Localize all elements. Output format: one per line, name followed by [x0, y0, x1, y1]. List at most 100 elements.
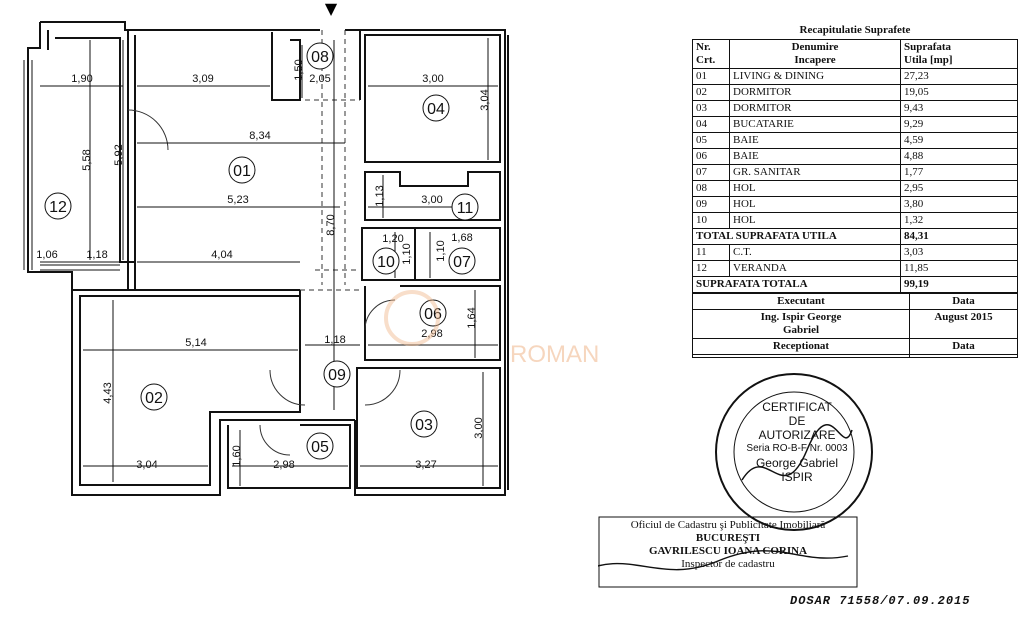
- total-row: SUPRAFATA TOTALA 99,19: [692, 276, 1018, 293]
- dim-3-00-ct: 3,00: [421, 194, 442, 206]
- dim-8-70: 8,70: [325, 214, 337, 235]
- dim-1-13: 1,13: [374, 185, 386, 206]
- dim-3-04-room02: 3,04: [136, 459, 157, 471]
- dim-3-00-room03: 3,00: [473, 417, 485, 438]
- row-nr: 02: [692, 84, 730, 101]
- row-name: DORMITOR: [729, 100, 901, 117]
- room-label-01: 01: [233, 163, 251, 180]
- row-nr: 05: [692, 132, 730, 149]
- row-name: BAIE: [729, 132, 901, 149]
- row-name: C.T.: [729, 244, 901, 261]
- room-label-10: 10: [377, 254, 395, 271]
- total-utila-value: 84,31: [900, 228, 1018, 245]
- signature-table: Executant Data Ing. Ispir George Gabriel…: [692, 293, 1018, 358]
- row-area: 3,03: [900, 244, 1018, 261]
- room-circles: [44, 42, 479, 460]
- row-name: HOL: [729, 212, 901, 229]
- total-value: 99,19: [900, 276, 1018, 293]
- north-marker-icon: ▼: [325, 0, 338, 18]
- dosar-stamp: DOSAR 71558/07.09.2015: [790, 594, 971, 608]
- total-utila-label: TOTAL SUPRAFATA UTILA: [692, 228, 901, 245]
- room-label-11: 11: [457, 200, 474, 217]
- dim-4-43: 4,43: [102, 382, 114, 403]
- room-label-08: 08: [311, 49, 329, 66]
- row-area: 1,32: [900, 212, 1018, 229]
- door-arcs: [127, 109, 401, 456]
- row-area: 4,59: [900, 132, 1018, 149]
- dim-5-92: 5,92: [113, 144, 125, 165]
- dim-1-90: 1,90: [71, 73, 92, 85]
- row-area: 27,23: [900, 68, 1018, 85]
- dim-5-58: 5,58: [81, 149, 93, 170]
- header-denumire: Denumire: [791, 41, 839, 53]
- receptionat-date-label: Data: [909, 338, 1018, 355]
- total-label: SUPRAFATA TOTALA: [692, 276, 901, 293]
- stamp-line3: AUTORIZARE: [758, 428, 836, 442]
- row-name: LIVING & DINING: [729, 68, 901, 85]
- header-crt: Crt.: [696, 54, 716, 66]
- row-name: GR. SANITAR: [729, 164, 901, 181]
- room-label-05: 05: [311, 439, 329, 456]
- dim-2-05: 2,05: [309, 73, 330, 85]
- ocpi-stamp: Oficiul de Cadastru şi Publicitate Imobi…: [598, 519, 858, 571]
- room-label-09: 09: [328, 367, 346, 384]
- row-area: 2,95: [900, 180, 1018, 197]
- dim-5-14: 5,14: [185, 337, 206, 349]
- walls: [27, 21, 509, 496]
- ocpi-stamp-frame: [598, 516, 858, 588]
- row-name: BUCATARIE: [729, 116, 901, 133]
- row-area: 9,43: [900, 100, 1018, 117]
- recap-panel: Recapitulatie Suprafete Nr.Crt. Denumire…: [692, 24, 1018, 358]
- floor-plan: 01 02 03 04 05 06 07 08 09 10 11 12 1,90…: [23, 0, 600, 496]
- dim-1-20: 1,20: [382, 233, 403, 245]
- dim-2-98-bath05: 2,98: [273, 459, 294, 471]
- executant-label: Executant: [692, 293, 910, 310]
- ocpi-line4: Inspector de cadastru: [681, 558, 775, 570]
- row-area: 9,29: [900, 116, 1018, 133]
- veranda-windows: [23, 60, 120, 271]
- dim-1-68: 1,68: [451, 232, 472, 244]
- header-suprafata: Suprafata: [904, 41, 952, 53]
- executant-name2: Gabriel: [782, 324, 820, 336]
- dim-1-60: 1,60: [231, 445, 243, 466]
- dim-3-09: 3,09: [192, 73, 213, 85]
- row-name: DORMITOR: [729, 84, 901, 101]
- row-nr: 10: [692, 212, 730, 229]
- row-nr: 08: [692, 180, 730, 197]
- header-utila: Utila [mp]: [904, 54, 953, 66]
- stamp-line1: CERTIFICAT: [762, 400, 832, 414]
- total-utila-row: TOTAL SUPRAFATA UTILA 84,31: [692, 228, 1018, 245]
- row-name: HOL: [729, 180, 901, 197]
- recap-title: Recapitulatie Suprafete: [799, 24, 911, 36]
- authorization-stamp-icon: [715, 373, 873, 531]
- row-nr: 06: [692, 148, 730, 165]
- room-label-03: 03: [415, 417, 433, 434]
- receptionat-label: Receptionat: [692, 338, 910, 355]
- row-area: 4,88: [900, 148, 1018, 165]
- dim-3-04-kitchen: 3,04: [479, 89, 491, 110]
- row-area: 1,77: [900, 164, 1018, 181]
- row-nr: 07: [692, 164, 730, 181]
- dim-1-18-hall: 1,18: [324, 334, 345, 346]
- dim-1-06: 1,06: [36, 249, 57, 261]
- ocpi-line1: Oficiul de Cadastru şi Publicitate Imobi…: [630, 519, 826, 531]
- row-nr: 12: [692, 260, 730, 277]
- row-name: BAIE: [729, 148, 901, 165]
- dim-3-00-kitchen: 3,00: [422, 73, 443, 85]
- dim-8-34: 8,34: [249, 130, 270, 142]
- ocpi-line2: BUCUREŞTI: [695, 532, 761, 544]
- row-area: 3,80: [900, 196, 1018, 213]
